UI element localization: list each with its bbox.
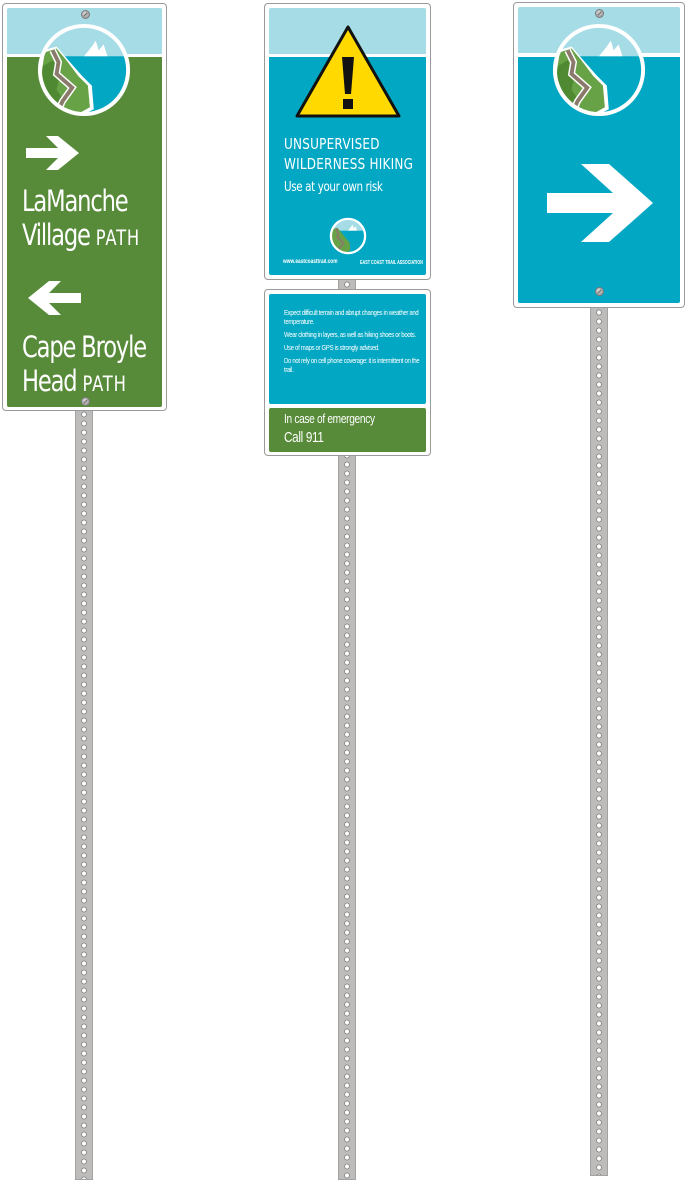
- east-coast-trail-logo: [552, 23, 646, 117]
- center-sign-post: [338, 278, 356, 1180]
- warning-heading-line1: UNSUPERVISED: [284, 135, 380, 153]
- destination-1-name: LaManche Village PATH: [22, 184, 140, 255]
- website-url[interactable]: www.eastcoasttrail.com: [283, 259, 338, 265]
- bottom-bolt: [595, 287, 604, 296]
- east-coast-trail-logo: [329, 217, 367, 255]
- warning-heading-line2: WILDERNESS HIKING: [284, 155, 414, 173]
- arrow-right-icon: [547, 164, 653, 242]
- emergency-number[interactable]: Call 911: [284, 429, 324, 446]
- east-coast-trail-logo: [37, 23, 131, 117]
- destination-1-suffix: PATH: [95, 226, 141, 250]
- left-sign-post: [75, 408, 93, 1180]
- destination-2-name: Cape Broyle Head PATH: [22, 330, 147, 401]
- destination-1-line2: Village: [22, 218, 91, 252]
- arrow-right-icon: [26, 136, 79, 170]
- emergency-green-field: [269, 408, 426, 452]
- destination-2-line1: Cape Broyle: [22, 330, 147, 364]
- emergency-label: In case of emergency: [284, 411, 375, 426]
- top-bolt: [81, 10, 90, 19]
- right-sign-post: [590, 306, 608, 1176]
- organization-name: EAST COAST TRAIL ASSOCIATION: [360, 260, 423, 266]
- warning-triangle-icon: [295, 25, 401, 118]
- advisory-list: Expect difficult terrain and abrupt chan…: [284, 308, 420, 374]
- arrow-left-icon: [28, 281, 81, 315]
- warning-subheading: Use at your own risk: [284, 180, 383, 195]
- warning-sign: UNSUPERVISED WILDERNESS HIKING Use at yo…: [264, 3, 431, 280]
- advisory-item-4: Do not rely on cell phone coverage: it i…: [284, 356, 420, 374]
- left-directional-sign: LaManche Village PATH Cape Broyle Head P…: [2, 3, 167, 411]
- advisory-item-1: Expect difficult terrain and abrupt chan…: [284, 308, 419, 326]
- destination-2-line2: Head: [22, 364, 78, 398]
- top-bolt: [595, 9, 604, 18]
- warning-heading: UNSUPERVISED WILDERNESS HIKING: [284, 134, 413, 174]
- destination-2-suffix: PATH: [82, 372, 127, 396]
- advisory-sign: Expect difficult terrain and abrupt chan…: [264, 289, 431, 456]
- bottom-bolt: [81, 397, 90, 406]
- advisory-item-2: Wear clothing in layers, as well as hiki…: [284, 330, 416, 339]
- advisory-item-3: Use of maps or GPS is strongly advised.: [284, 343, 380, 352]
- advisory-teal-field: [269, 294, 426, 404]
- right-directional-sign: [513, 2, 685, 308]
- destination-1-line1: LaManche: [22, 184, 129, 218]
